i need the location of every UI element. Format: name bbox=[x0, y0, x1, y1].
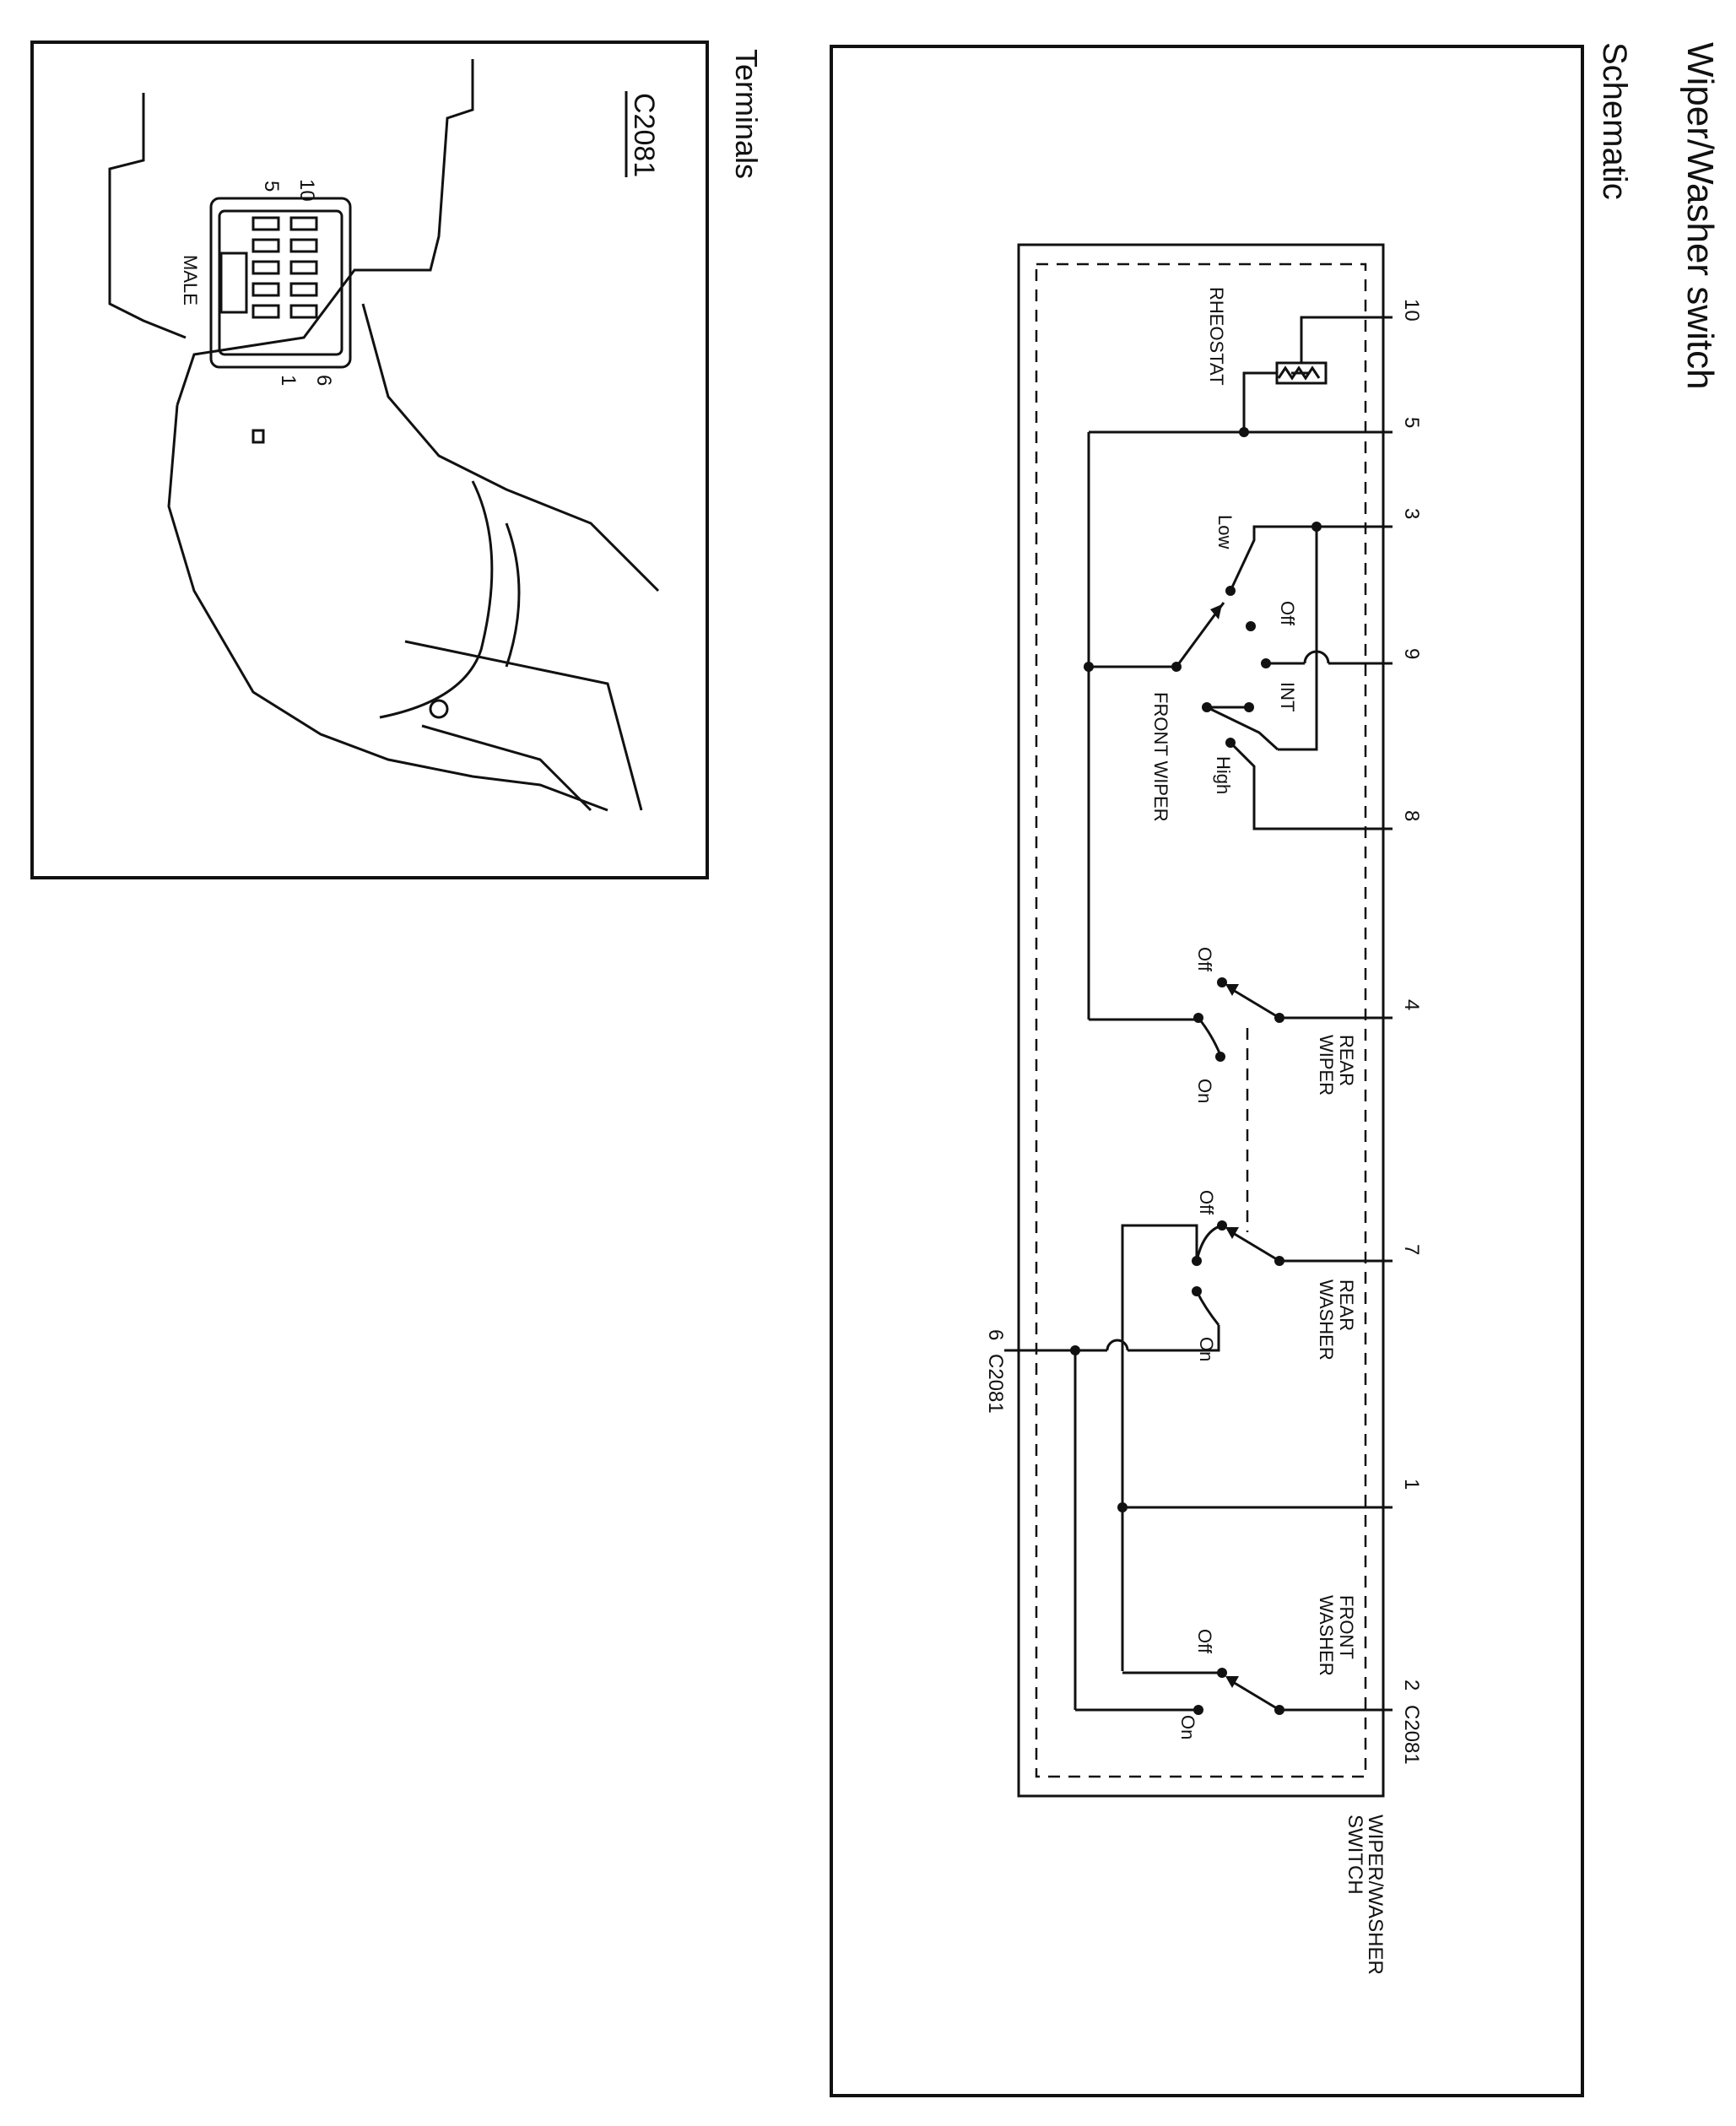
front-wiper-switch: Low Off INT High FRONT WIPER bbox=[1084, 515, 1393, 830]
pin-9: 9 bbox=[1400, 648, 1423, 659]
terminal-pin-1: 1 bbox=[277, 375, 300, 386]
rheostat: RHEOSTAT bbox=[1206, 287, 1393, 432]
pin-1: 1 bbox=[1400, 1479, 1423, 1490]
rear-wiper-off: Off bbox=[1194, 947, 1215, 972]
terminals-panel: Terminals C2081 bbox=[30, 41, 764, 879]
switch-housing-dashed bbox=[1035, 262, 1367, 1778]
terminals-connector-label: C2081 bbox=[628, 93, 660, 177]
pin-3: 3 bbox=[1400, 508, 1423, 519]
schematic-panel: 10 5 3 9 8 4 7 1 2 C2081 6 C2081 WIPER/W… bbox=[830, 45, 1584, 2097]
rheostat-label: RHEOSTAT bbox=[1206, 287, 1227, 386]
terminal-pin-10: 10 bbox=[295, 179, 318, 202]
rear-wiper-on: On bbox=[1194, 1079, 1215, 1103]
rear-washer-switch: Off On REAR WASHER bbox=[1004, 1190, 1393, 1507]
pin-4: 4 bbox=[1400, 999, 1423, 1010]
terminals-title: Terminals bbox=[729, 49, 764, 179]
page-title: Wiper/Washer switch bbox=[1679, 42, 1721, 390]
rear-washer-on: On bbox=[1196, 1337, 1217, 1361]
front-washer-label-2: WASHER bbox=[1316, 1595, 1337, 1676]
pin-2: 2 bbox=[1400, 1680, 1423, 1691]
page-subtitle: Schematic bbox=[1596, 42, 1633, 200]
pin-5: 5 bbox=[1400, 417, 1423, 428]
front-wiper-int: INT bbox=[1277, 682, 1298, 711]
component-label: WIPER/WASHER SWITCH bbox=[1344, 1815, 1387, 1975]
pin-8: 8 bbox=[1400, 810, 1423, 821]
front-washer-label-1: FRONT bbox=[1336, 1595, 1357, 1659]
front-wiper-low: Low bbox=[1214, 515, 1236, 549]
rear-washer-label-1: REAR bbox=[1336, 1279, 1357, 1331]
pin-labels: 10 5 3 9 8 4 7 1 2 C2081 6 C2081 bbox=[984, 299, 1423, 1765]
terminal-pin-5: 5 bbox=[260, 181, 283, 192]
pin-10: 10 bbox=[1400, 299, 1423, 322]
front-wiper-high: High bbox=[1213, 756, 1234, 794]
front-washer-switch: Off On FRONT WASHER bbox=[1074, 1350, 1393, 1739]
svg-text:WIPER/WASHER: WIPER/WASHER bbox=[1364, 1815, 1387, 1975]
terminals-gender: MALE bbox=[180, 255, 201, 306]
pin-6: 6 bbox=[984, 1329, 1007, 1340]
terminal-pin-labels: 10 5 6 1 bbox=[260, 179, 335, 386]
svg-text:SWITCH: SWITCH bbox=[1344, 1815, 1366, 1895]
rear-wiper-switch: Off On REAR WIPER bbox=[1089, 947, 1393, 1232]
pin-2-connector: C2081 bbox=[1400, 1705, 1423, 1765]
pin-6-connector: C2081 bbox=[984, 1354, 1007, 1414]
connector-drawing bbox=[108, 59, 660, 812]
front-wiper-label: FRONT WIPER bbox=[1150, 692, 1171, 822]
rear-wiper-label-2: WIPER bbox=[1316, 1035, 1337, 1095]
rear-washer-off: Off bbox=[1196, 1190, 1217, 1215]
front-wiper-off: Off bbox=[1277, 601, 1298, 626]
rear-washer-label-2: WASHER bbox=[1316, 1279, 1337, 1361]
front-washer-off: Off bbox=[1194, 1629, 1215, 1654]
front-washer-on: On bbox=[1177, 1715, 1198, 1739]
terminal-cavities bbox=[219, 216, 318, 319]
terminal-pin-6: 6 bbox=[312, 375, 335, 386]
switch-housing bbox=[1017, 243, 1385, 1798]
pin-7: 7 bbox=[1400, 1244, 1423, 1255]
rear-wiper-label-1: REAR bbox=[1336, 1035, 1357, 1086]
